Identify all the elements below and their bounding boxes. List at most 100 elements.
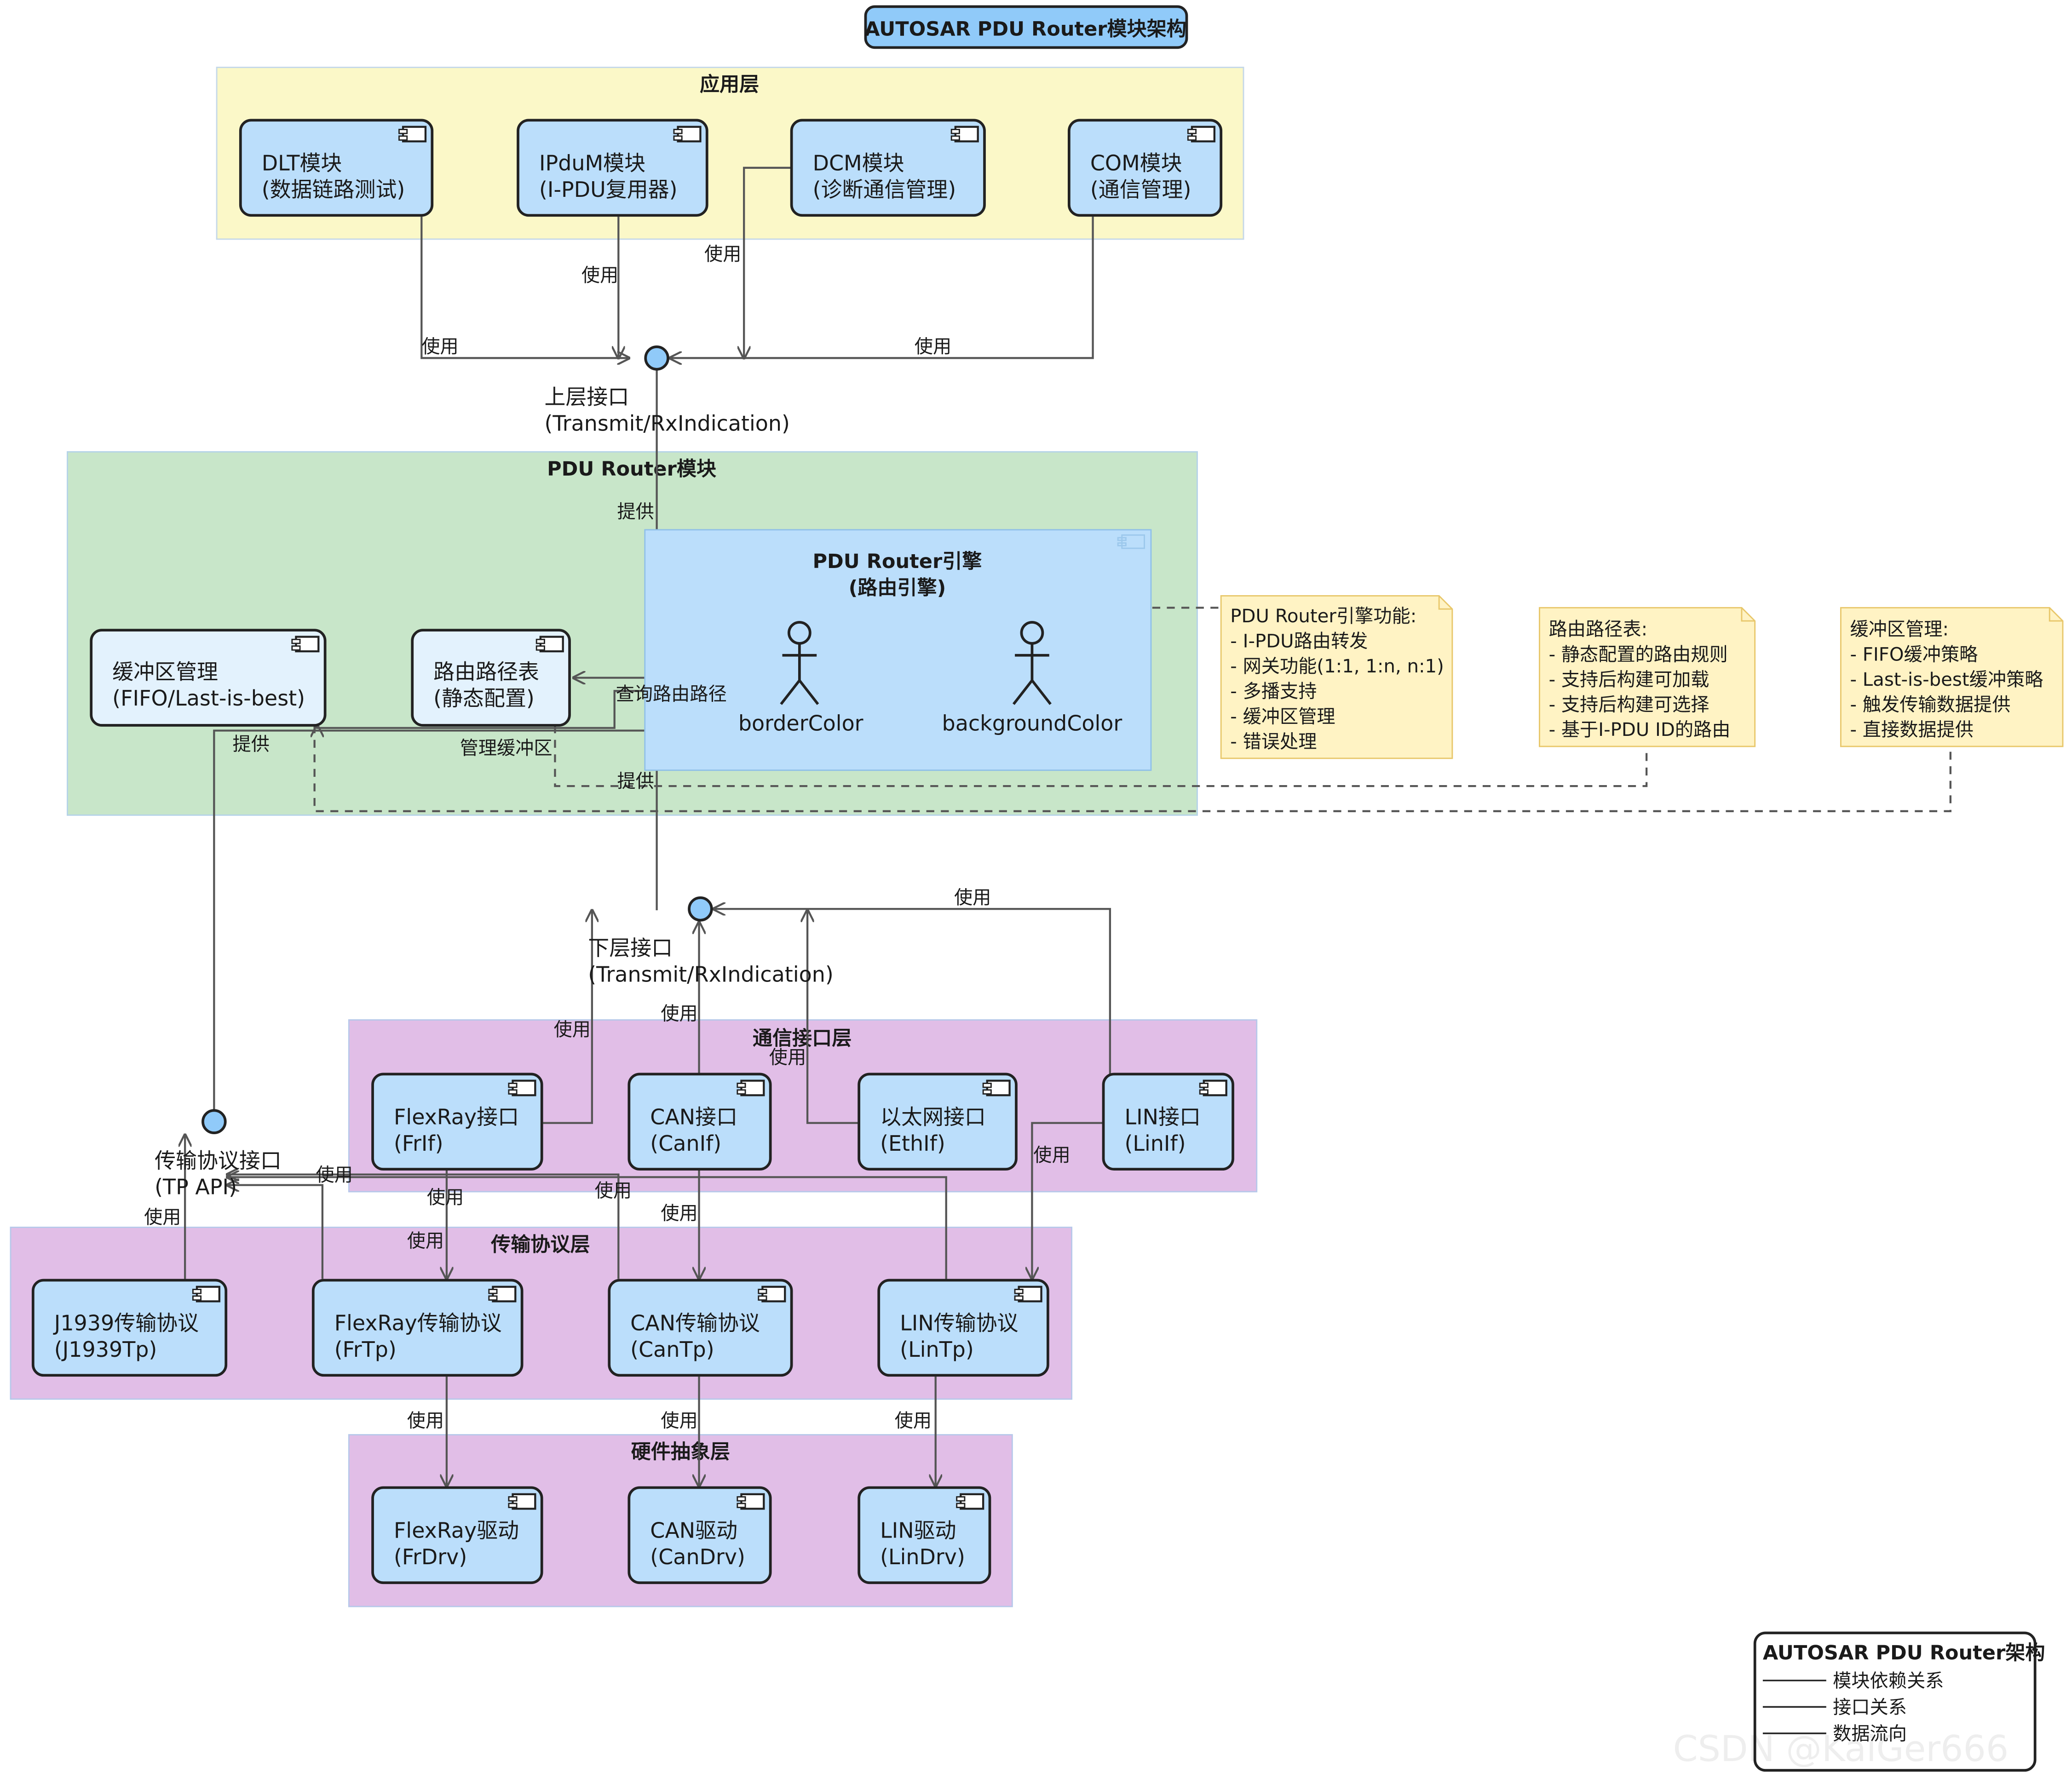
module-buffer: 缓冲区管理 (FIFO/Last-is-best) [90, 629, 327, 727]
actor-background-color-label: backgroundColor [942, 711, 1122, 735]
edge-linif-lower [714, 909, 1111, 1074]
note-routing-line-4: - 支持后构建可选择 [1549, 694, 1709, 715]
label-use-linif: 使用 [954, 887, 991, 908]
label-use-canif-cantp: 使用 [661, 1203, 697, 1224]
note-engine-line-5: - 缓冲区管理 [1230, 706, 1335, 727]
module-j1939tp-name: J1939传输协议 [53, 1311, 199, 1336]
edge-labels: 使用 使用 使用 使用 提供 查询路由路径 管理缓冲区 提供 提供 使用 使用 … [144, 244, 1071, 1431]
routing-engine-title: PDU Router引擎 [812, 550, 982, 573]
label-use-candrv: 使用 [661, 1410, 697, 1431]
label-use-linif-lintp: 使用 [1033, 1145, 1070, 1166]
module-frdrv-name: FlexRay驱动 [394, 1518, 519, 1543]
module-canif: CAN接口 (CanIf) [627, 1073, 772, 1171]
interface-tp: 传输协议接口 (TP API) [155, 1109, 282, 1199]
label-query-route: 查询路由路径 [616, 683, 727, 705]
note-buffer-line-1: 缓冲区管理: [1850, 619, 1949, 640]
note-engine-line-6: - 错误处理 [1230, 731, 1317, 752]
edge-engine-buffer [317, 690, 645, 728]
label-use-dcm: 使用 [704, 244, 741, 265]
note-routing-line-2: - 静态配置的路由规则 [1549, 644, 1728, 665]
interface-tp-name: 传输协议接口 [155, 1148, 282, 1173]
module-frdrv: FlexRay驱动 (FrDrv) [371, 1486, 543, 1584]
label-use-frif: 使用 [554, 1019, 591, 1040]
note-buffer-line-5: - 直接数据提供 [1850, 719, 1974, 740]
interface-lower: 下层接口 (Transmit/RxIndication) [588, 896, 834, 987]
diagram-title-text: AUTOSAR PDU Router模块架构 [864, 18, 1186, 41]
module-linif-name: LIN接口 [1124, 1104, 1200, 1129]
note-engine-line-1: PDU Router引擎功能: [1230, 606, 1416, 627]
note-engine-line-3: - 网关功能(1:1, 1:n, n:1) [1230, 656, 1444, 677]
module-ethif-name: 以太网接口 [880, 1104, 986, 1129]
package-app-title: 应用层 [700, 73, 759, 96]
legend-item-dependency: 模块依赖关系 [1833, 1670, 1944, 1692]
module-frif: FlexRay接口 (FrIf) [371, 1073, 543, 1171]
module-frdrv-desc: (FrDrv) [394, 1544, 467, 1569]
module-dcm-desc: (诊断通信管理) [813, 177, 956, 202]
edge-ethif-lower [807, 910, 859, 1124]
module-routing-table-name: 路由路径表 [433, 659, 539, 684]
module-cantp: CAN传输协议 (CanTp) [608, 1279, 793, 1377]
label-use-dlt: 使用 [421, 336, 458, 357]
edge-frtp-tpapi [227, 1185, 324, 1279]
note-link-buffer [313, 725, 1951, 812]
note-routing-line-5: - 基于I-PDU ID的路由 [1549, 719, 1731, 740]
module-dlt: DLT模块 (数据链路测试) [239, 119, 434, 217]
note-routing-line-1: 路由路径表: [1549, 619, 1648, 640]
note-engine-line-4: - 多播支持 [1230, 681, 1317, 702]
module-com-desc: (通信管理) [1090, 177, 1191, 202]
module-frtp-desc: (FrTp) [334, 1337, 397, 1362]
note-engine: PDU Router引擎功能: - I-PDU路由转发 - 网关功能(1:1, … [1220, 595, 1453, 759]
module-candrv: CAN驱动 (CanDrv) [627, 1486, 772, 1584]
interface-lower-desc: (Transmit/RxIndication) [588, 962, 834, 987]
module-com-name: COM模块 [1090, 151, 1182, 176]
edge-com-upper [670, 217, 1094, 358]
module-dcm-name: DCM模块 [813, 151, 904, 176]
watermark: CSDN @KaiGer666 [1673, 1728, 2009, 1770]
label-use-lindrv: 使用 [895, 1410, 932, 1431]
edge-frif-lower [543, 910, 592, 1124]
legend-title: AUTOSAR PDU Router架构 [1763, 1641, 2045, 1664]
module-cantp-name: CAN传输协议 [630, 1311, 760, 1336]
label-use-cantp-tpapi: 使用 [595, 1180, 632, 1201]
label-use-ipdum: 使用 [581, 265, 618, 286]
module-j1939tp: J1939传输协议 (J1939Tp) [31, 1279, 228, 1377]
interface-tp-circle [201, 1109, 227, 1135]
module-frif-name: FlexRay接口 [394, 1104, 519, 1129]
diagram-title: AUTOSAR PDU Router模块架构 [864, 5, 1188, 49]
legend-item-interface: 接口关系 [1833, 1697, 1907, 1718]
legend-item-dataflow: 数据流向 [1833, 1723, 1907, 1745]
module-lintp-name: LIN传输协议 [900, 1311, 1018, 1336]
module-lindrv-desc: (LinDrv) [880, 1544, 965, 1569]
interface-tp-desc: (TP API) [155, 1175, 237, 1199]
module-canif-name: CAN接口 [650, 1104, 737, 1129]
label-provide-tp: 提供 [233, 734, 270, 755]
edge-buffer-tp [213, 729, 645, 1110]
interface-lower-circle [688, 896, 713, 922]
module-buffer-desc: (FIFO/Last-is-best) [112, 686, 305, 711]
module-dlt-desc: (数据链路测试) [262, 177, 405, 202]
package-hw-title: 硬件抽象层 [631, 1440, 730, 1463]
module-routing-table: 路由路径表 (静态配置) [411, 629, 571, 727]
label-use-lintp-tpapi: 使用 [407, 1231, 444, 1252]
module-canif-desc: (CanIf) [650, 1131, 721, 1156]
legend: AUTOSAR PDU Router架构 模块依赖关系 接口关系 数据流向 [1753, 1631, 2045, 1772]
label-use-canif: 使用 [661, 1004, 697, 1025]
module-dcm: DCM模块 (诊断通信管理) [790, 119, 986, 217]
note-buffer-line-4: - 触发传输数据提供 [1850, 694, 2011, 715]
module-routing-table-desc: (静态配置) [433, 686, 535, 711]
module-candrv-desc: (CanDrv) [650, 1544, 745, 1569]
label-use-ethif: 使用 [769, 1047, 806, 1068]
note-links [313, 607, 1951, 812]
note-routing-line-3: - 支持后构建可加载 [1549, 669, 1709, 690]
connectors [185, 166, 1111, 1486]
module-frtp: FlexRay传输协议 (FrTp) [311, 1279, 524, 1377]
module-ipdum-desc: (I-PDU复用器) [539, 177, 678, 202]
note-buffer: 缓冲区管理: - FIFO缓冲策略 - Last-is-best缓冲策略 - 触… [1840, 607, 2064, 747]
package-comm-if-title: 通信接口层 [753, 1027, 852, 1050]
edge-cantp-tpapi [227, 1175, 620, 1279]
actor-background-color [1012, 621, 1052, 705]
module-lintp: LIN传输协议 (LinTp) [877, 1279, 1049, 1377]
module-cantp-desc: (CanTp) [630, 1337, 714, 1362]
actor-border-color-label: borderColor [738, 711, 863, 735]
